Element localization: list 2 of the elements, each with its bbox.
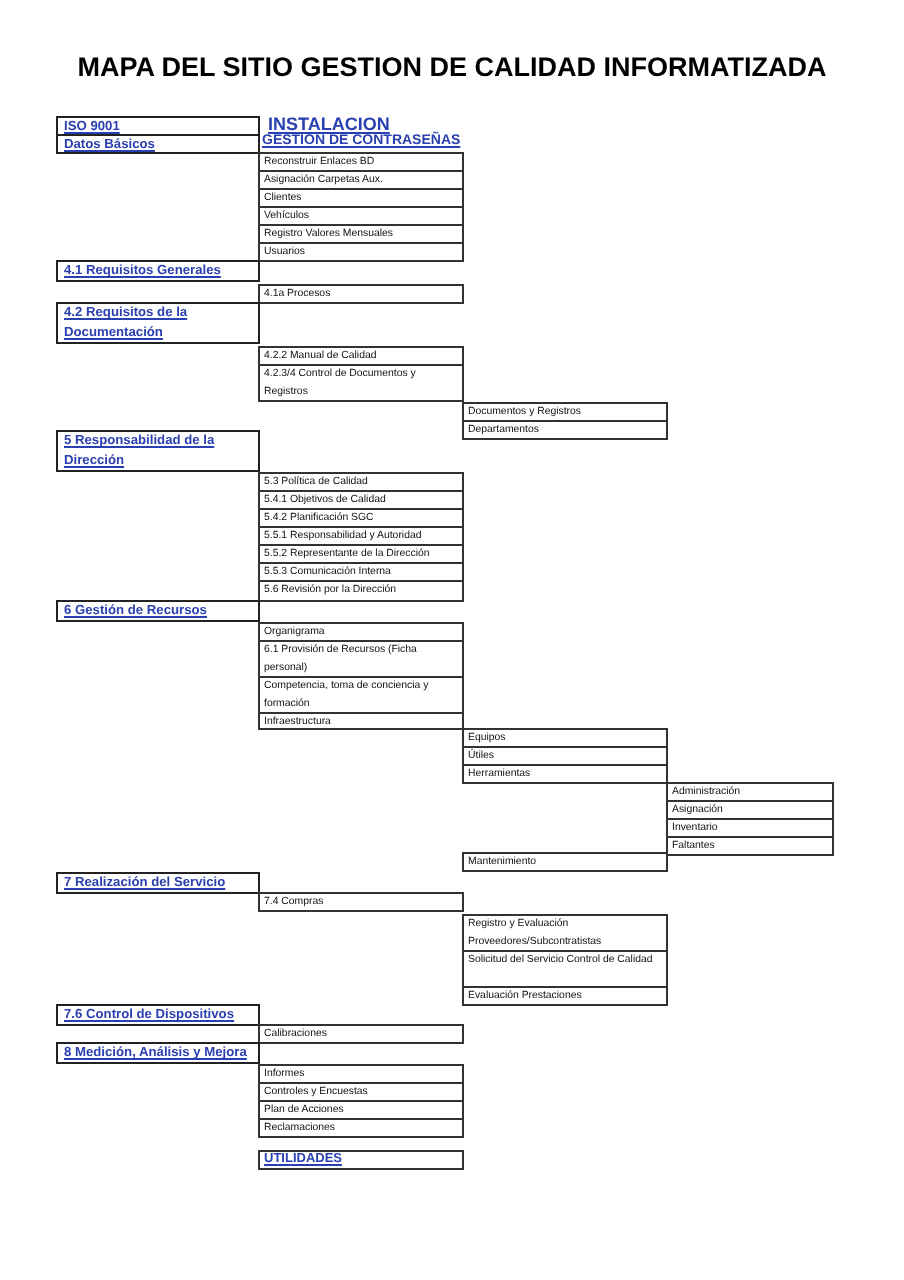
heading-link: INSTALACION (268, 114, 390, 134)
diagram-title: MAPA DEL SITIO GESTION DE CALIDAD INFORMATIZADA (75, 52, 829, 82)
